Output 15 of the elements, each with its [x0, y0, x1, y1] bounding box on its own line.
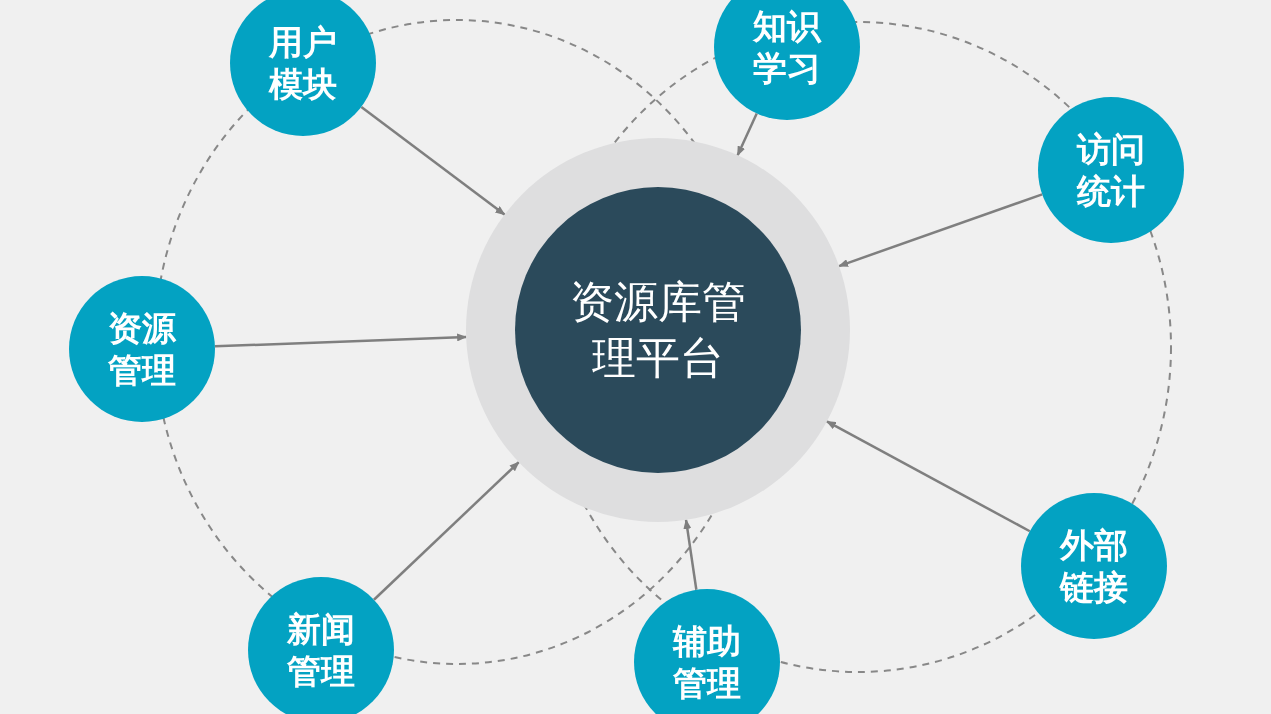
module-label: 辅助管理 — [671, 620, 742, 704]
module-label: 用户模块 — [267, 21, 338, 105]
arrow — [683, 518, 698, 590]
module-label: 新闻管理 — [286, 608, 356, 692]
arrow — [373, 461, 520, 601]
module-label: 资源管理 — [107, 307, 177, 391]
arrow — [736, 112, 758, 157]
arrow — [838, 193, 1043, 268]
module-label: 知识学习 — [752, 5, 823, 89]
arrow — [360, 105, 506, 216]
arrow — [825, 420, 1031, 533]
module-label: 外部链接 — [1058, 524, 1129, 608]
platform-label: 资源库管理平台 — [569, 275, 747, 385]
module-label: 访问统计 — [1075, 128, 1146, 212]
arrow — [214, 333, 468, 348]
